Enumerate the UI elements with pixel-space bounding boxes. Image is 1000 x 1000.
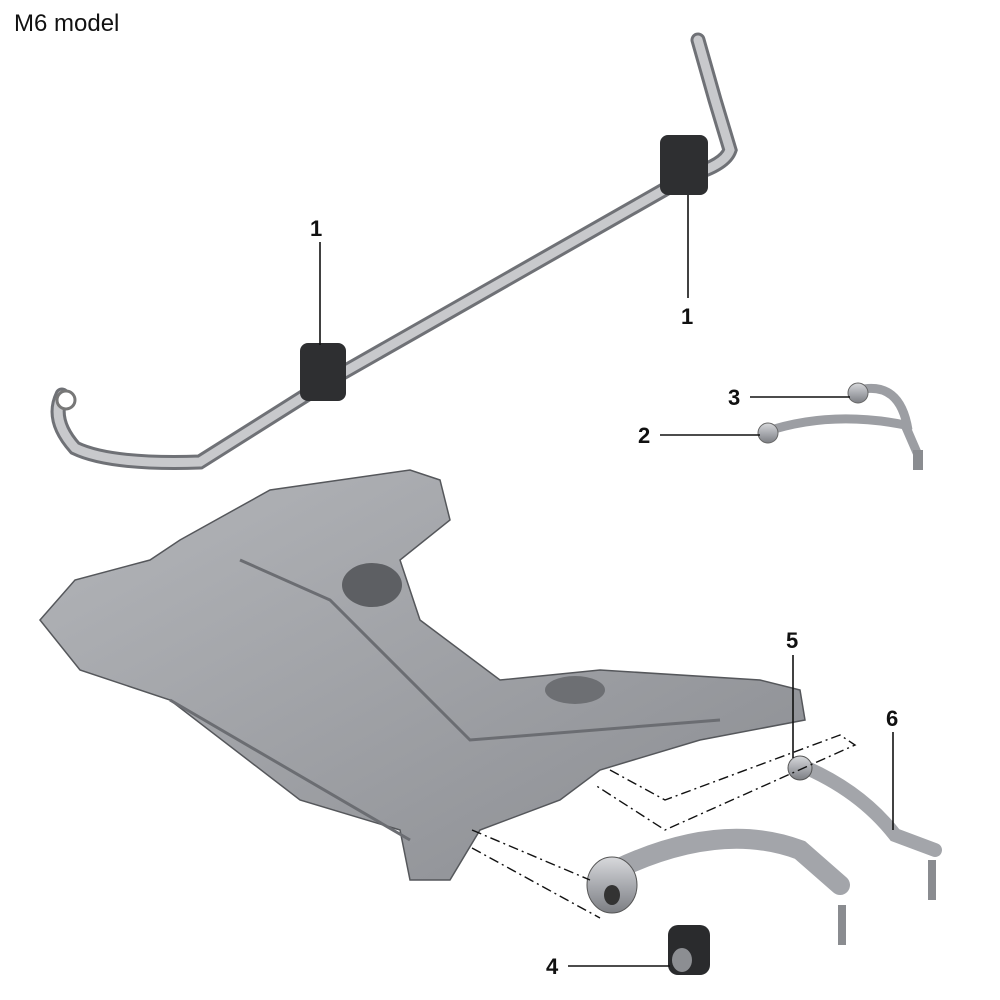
assembly-line-strut xyxy=(594,734,857,831)
callout-5: 5 xyxy=(786,628,798,653)
stabilizer-bushing-right xyxy=(660,135,708,195)
callout-6: 6 xyxy=(886,706,898,731)
callout-1-left: 1 xyxy=(310,216,322,241)
tension-strut xyxy=(787,755,942,900)
lower-control-arm xyxy=(586,828,850,945)
callout-3: 3 xyxy=(728,385,740,410)
bushing-part xyxy=(668,925,710,975)
front-subframe xyxy=(39,469,806,881)
callout-2: 2 xyxy=(638,423,650,448)
upper-control-arm xyxy=(757,382,923,470)
callout-1-right: 1 xyxy=(681,304,693,329)
stabilizer-bar xyxy=(50,32,738,470)
stabilizer-bushing-left xyxy=(300,343,346,401)
diagram-title: M6 model xyxy=(14,10,120,37)
assembly-line-lower-arm xyxy=(471,829,601,919)
callout-4: 4 xyxy=(546,954,559,979)
